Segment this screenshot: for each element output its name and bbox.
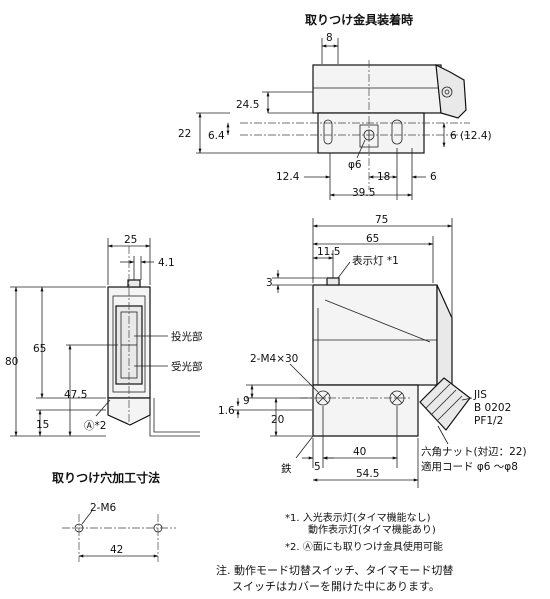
label-receiver: 受光部 — [171, 360, 203, 373]
top-view: 8 24.5 22 6.4 6 (12.4) φ6 12.4 18 6 39.5 — [178, 32, 492, 200]
dim-right-65: 65 — [366, 233, 379, 245]
note-1a: *1. 入光表示灯(タイマ機能なし) — [285, 511, 431, 524]
note-3a: 注. 動作モード切替スイッチ、タイマモード切替 — [216, 563, 453, 577]
note-3b: スイッチはカバーを開けた中にあります。 — [232, 580, 440, 593]
top-view-body — [312, 64, 442, 114]
dim-right-54-5: 54.5 — [356, 468, 379, 480]
title-mounting-bracket: 取りつけ金具装着時 — [305, 12, 413, 27]
side-view-body — [312, 284, 438, 386]
dim-right-11-5: 11.5 — [317, 246, 340, 258]
side-view-indicator — [326, 277, 340, 286]
dim-top-6b: 6 — [430, 171, 437, 183]
front-view: 25 4.1 80 65 47.5 15 Ⓐ*2 投光部 受光部 — [5, 234, 203, 437]
dim-top-24-5: 24.5 — [236, 99, 259, 111]
dim-left-15: 15 — [36, 419, 49, 431]
title-mounting-hole: 取りつけ穴加工寸法 — [52, 470, 160, 485]
note-2: *2. Ⓐ面にも取りつけ金具使用可能 — [285, 540, 443, 553]
label-m4: 2-M4×30 — [250, 353, 298, 365]
note-1b: 動作表示灯(タイマ機能あり) — [308, 523, 436, 536]
dim-right-1-6: 1.6 — [218, 405, 235, 417]
top-view-gland — [435, 63, 467, 119]
label-m6: 2-M6 — [90, 502, 117, 514]
dim-hole-42: 42 — [110, 544, 123, 556]
label-emitter: 投光部 — [171, 330, 203, 343]
dim-top-22: 22 — [178, 128, 191, 140]
dim-right-9: 9 — [243, 395, 250, 407]
dim-top-6-12-4: 6 (12.4) — [450, 130, 492, 142]
dim-left-25: 25 — [124, 234, 137, 246]
side-view: 75 65 11.5 表示灯 *1 3 2-M4×30 9 1.6 — [218, 214, 527, 488]
dim-top-6-4: 6.4 — [208, 130, 225, 142]
dim-top-39-5: 39.5 — [352, 187, 375, 199]
dim-top-18: 18 — [377, 171, 390, 183]
dim-right-3: 3 — [266, 277, 273, 289]
dim-right-40: 40 — [353, 446, 366, 458]
dim-right-5: 5 — [314, 461, 321, 473]
dim-left-80: 80 — [5, 356, 18, 368]
label-hexnut: 六角ナット(対辺：22) — [421, 445, 527, 458]
dim-left-65: 65 — [33, 343, 46, 355]
label-jis-3: PF1/2 — [474, 415, 503, 427]
label-jis-2: B 0202 — [474, 402, 511, 414]
dim-top-8: 8 — [326, 32, 333, 44]
dim-right-75: 75 — [375, 214, 388, 226]
top-view-bracket — [317, 112, 425, 154]
hole-view: 2-M6 42 — [62, 502, 176, 562]
label-jis-1: JIS — [473, 389, 487, 401]
dim-left-47-5: 47.5 — [64, 389, 87, 401]
label-iron: 鉄 — [281, 462, 292, 475]
side-view-bracket — [312, 384, 419, 437]
dim-right-20: 20 — [271, 414, 284, 426]
dim-top-phi6: φ6 — [348, 159, 362, 171]
note-a2-left: Ⓐ*2 — [84, 420, 106, 432]
label-indicator: 表示灯 *1 — [352, 254, 399, 267]
dim-top-12-4: 12.4 — [276, 171, 300, 183]
label-cord: 適用コード φ6 ～φ8 — [421, 460, 518, 473]
side-view-gland — [419, 377, 471, 431]
notes: *1. 入光表示灯(タイマ機能なし) 動作表示灯(タイマ機能あり) *2. Ⓐ面… — [216, 511, 453, 593]
dim-left-4-1: 4.1 — [158, 257, 175, 269]
